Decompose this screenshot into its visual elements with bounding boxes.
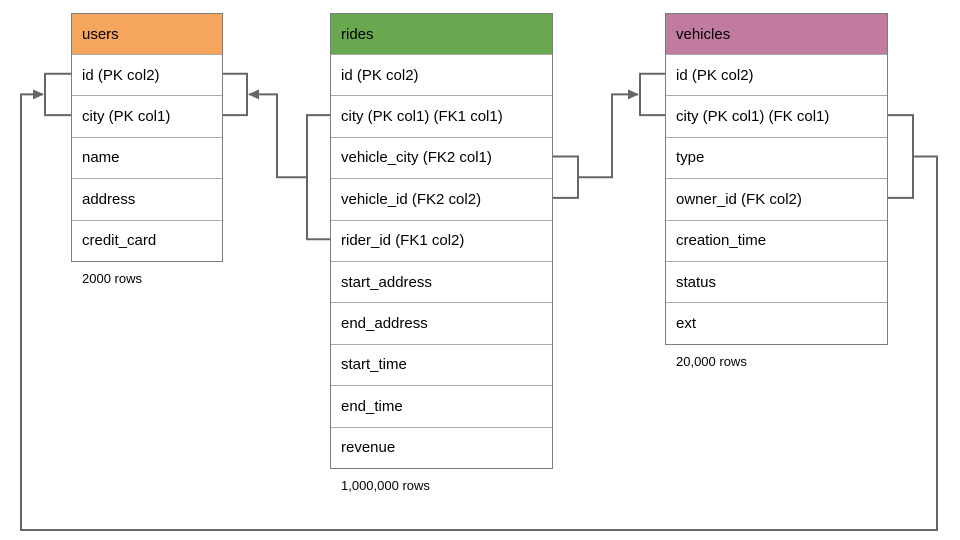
vehicles-left-key-bracket <box>639 72 665 117</box>
column-row-rides-end-address: end_address <box>331 302 552 344</box>
column-row-rides-vehicle-city: vehicle_city (FK2 col1) <box>331 136 552 179</box>
column-row-vehicles-type: type <box>666 136 887 179</box>
column-row-rides-revenue: revenue <box>331 426 552 468</box>
column-row-users-name: name <box>72 136 222 179</box>
table-rides-grid: rides id (PK col2) city (PK col1) (FK1 c… <box>330 13 553 469</box>
rides-left-fk1-bracket <box>306 114 330 241</box>
column-row-rides-vehicle-id: vehicle_id (FK2 col2) <box>331 178 552 220</box>
vehicles-right-fk-bracket <box>888 114 914 199</box>
column-row-rides-start-time: start_time <box>331 343 552 386</box>
column-row-vehicles-city: city (PK col1) (FK col1) <box>666 95 887 137</box>
column-row-vehicles-ext: ext <box>666 302 887 344</box>
column-row-rides-city: city (PK col1) (FK1 col1) <box>331 95 552 137</box>
column-row-users-city: city (PK col1) <box>72 95 222 137</box>
table-header-users: users <box>72 14 222 54</box>
column-row-users-credit-card: credit_card <box>72 219 222 261</box>
table-header-vehicles: vehicles <box>666 14 887 54</box>
relationship-line-rides-to-users <box>248 89 307 179</box>
rides-right-fk2-bracket <box>553 155 579 199</box>
column-row-rides-end-time: end_time <box>331 385 552 427</box>
row-count-label-users: 2000 rows <box>82 270 142 286</box>
column-row-vehicles-id: id (PK col2) <box>666 54 887 96</box>
table-users: users id (PK col2) city (PK col1) name a… <box>71 13 223 286</box>
table-vehicles-grid: vehicles id (PK col2) city (PK col1) (FK… <box>665 13 888 345</box>
column-row-rides-start-address: start_address <box>331 260 552 303</box>
table-vehicles: vehicles id (PK col2) city (PK col1) (FK… <box>665 13 888 369</box>
column-row-rides-rider-id: rider_id (FK1 col2) <box>331 219 552 261</box>
column-row-vehicles-status: status <box>666 260 887 303</box>
relationship-line-rides-to-vehicles <box>578 89 639 179</box>
column-row-vehicles-owner-id: owner_id (FK col2) <box>666 178 887 220</box>
users-right-key-bracket <box>223 72 248 117</box>
row-count-label-vehicles: 20,000 rows <box>676 353 747 369</box>
column-row-rides-id: id (PK col2) <box>331 54 552 96</box>
column-row-vehicles-creation-time: creation_time <box>666 219 887 261</box>
users-left-key-bracket <box>44 72 71 117</box>
row-count-label-rides: 1,000,000 rows <box>341 477 430 493</box>
table-header-rides: rides <box>331 14 552 54</box>
column-row-users-address: address <box>72 178 222 220</box>
table-users-grid: users id (PK col2) city (PK col1) name a… <box>71 13 223 262</box>
column-row-users-id: id (PK col2) <box>72 54 222 96</box>
table-rides: rides id (PK col2) city (PK col1) (FK1 c… <box>330 13 553 493</box>
